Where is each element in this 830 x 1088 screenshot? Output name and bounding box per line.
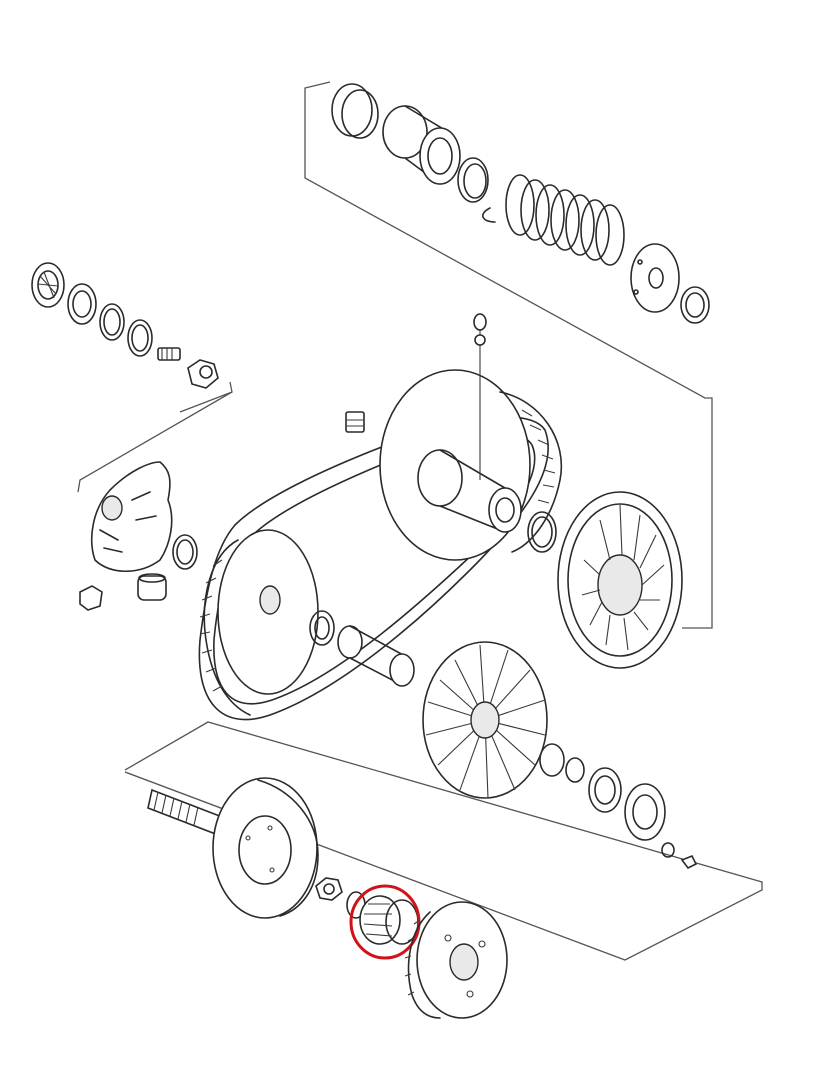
bearing-right-bottom xyxy=(624,783,666,841)
nut-ring-top xyxy=(680,286,710,324)
variator-ramp-plate xyxy=(90,461,173,572)
seal-right-bottom xyxy=(588,767,622,813)
drive-face-gear xyxy=(199,529,319,716)
compression-spring xyxy=(482,174,625,266)
clutch-housing-plate xyxy=(557,491,683,669)
seal-ring-top xyxy=(457,157,489,203)
pulley-hub-shaft xyxy=(417,330,522,533)
bearing-left xyxy=(31,262,65,308)
slider-piece xyxy=(79,585,103,611)
pin-small-top xyxy=(473,313,487,346)
clutch-shoe-assembly xyxy=(404,901,508,1019)
cooling-fan xyxy=(422,641,548,799)
drive-sleeve xyxy=(337,625,415,687)
assembly-frame-lines xyxy=(77,81,763,961)
washer-center xyxy=(309,610,335,646)
washer-left-1 xyxy=(99,303,125,341)
spacer-right xyxy=(539,743,585,783)
needle-bearing xyxy=(359,895,419,945)
clutch-bell xyxy=(212,777,319,919)
bolt-center xyxy=(345,411,365,433)
clip-small xyxy=(661,842,698,870)
highlight-circle xyxy=(349,884,421,960)
seal-variator xyxy=(172,534,198,570)
seal-left xyxy=(67,283,97,325)
nut-bottom xyxy=(315,877,343,901)
bolt-left xyxy=(157,347,181,361)
collar-sleeve xyxy=(382,105,461,185)
nut-left xyxy=(187,359,219,389)
circlip-top xyxy=(331,83,379,139)
spring-seat-plate xyxy=(630,243,680,313)
oring-right xyxy=(527,511,557,553)
washer-left-2 xyxy=(127,319,153,357)
roller-weight xyxy=(137,573,167,601)
